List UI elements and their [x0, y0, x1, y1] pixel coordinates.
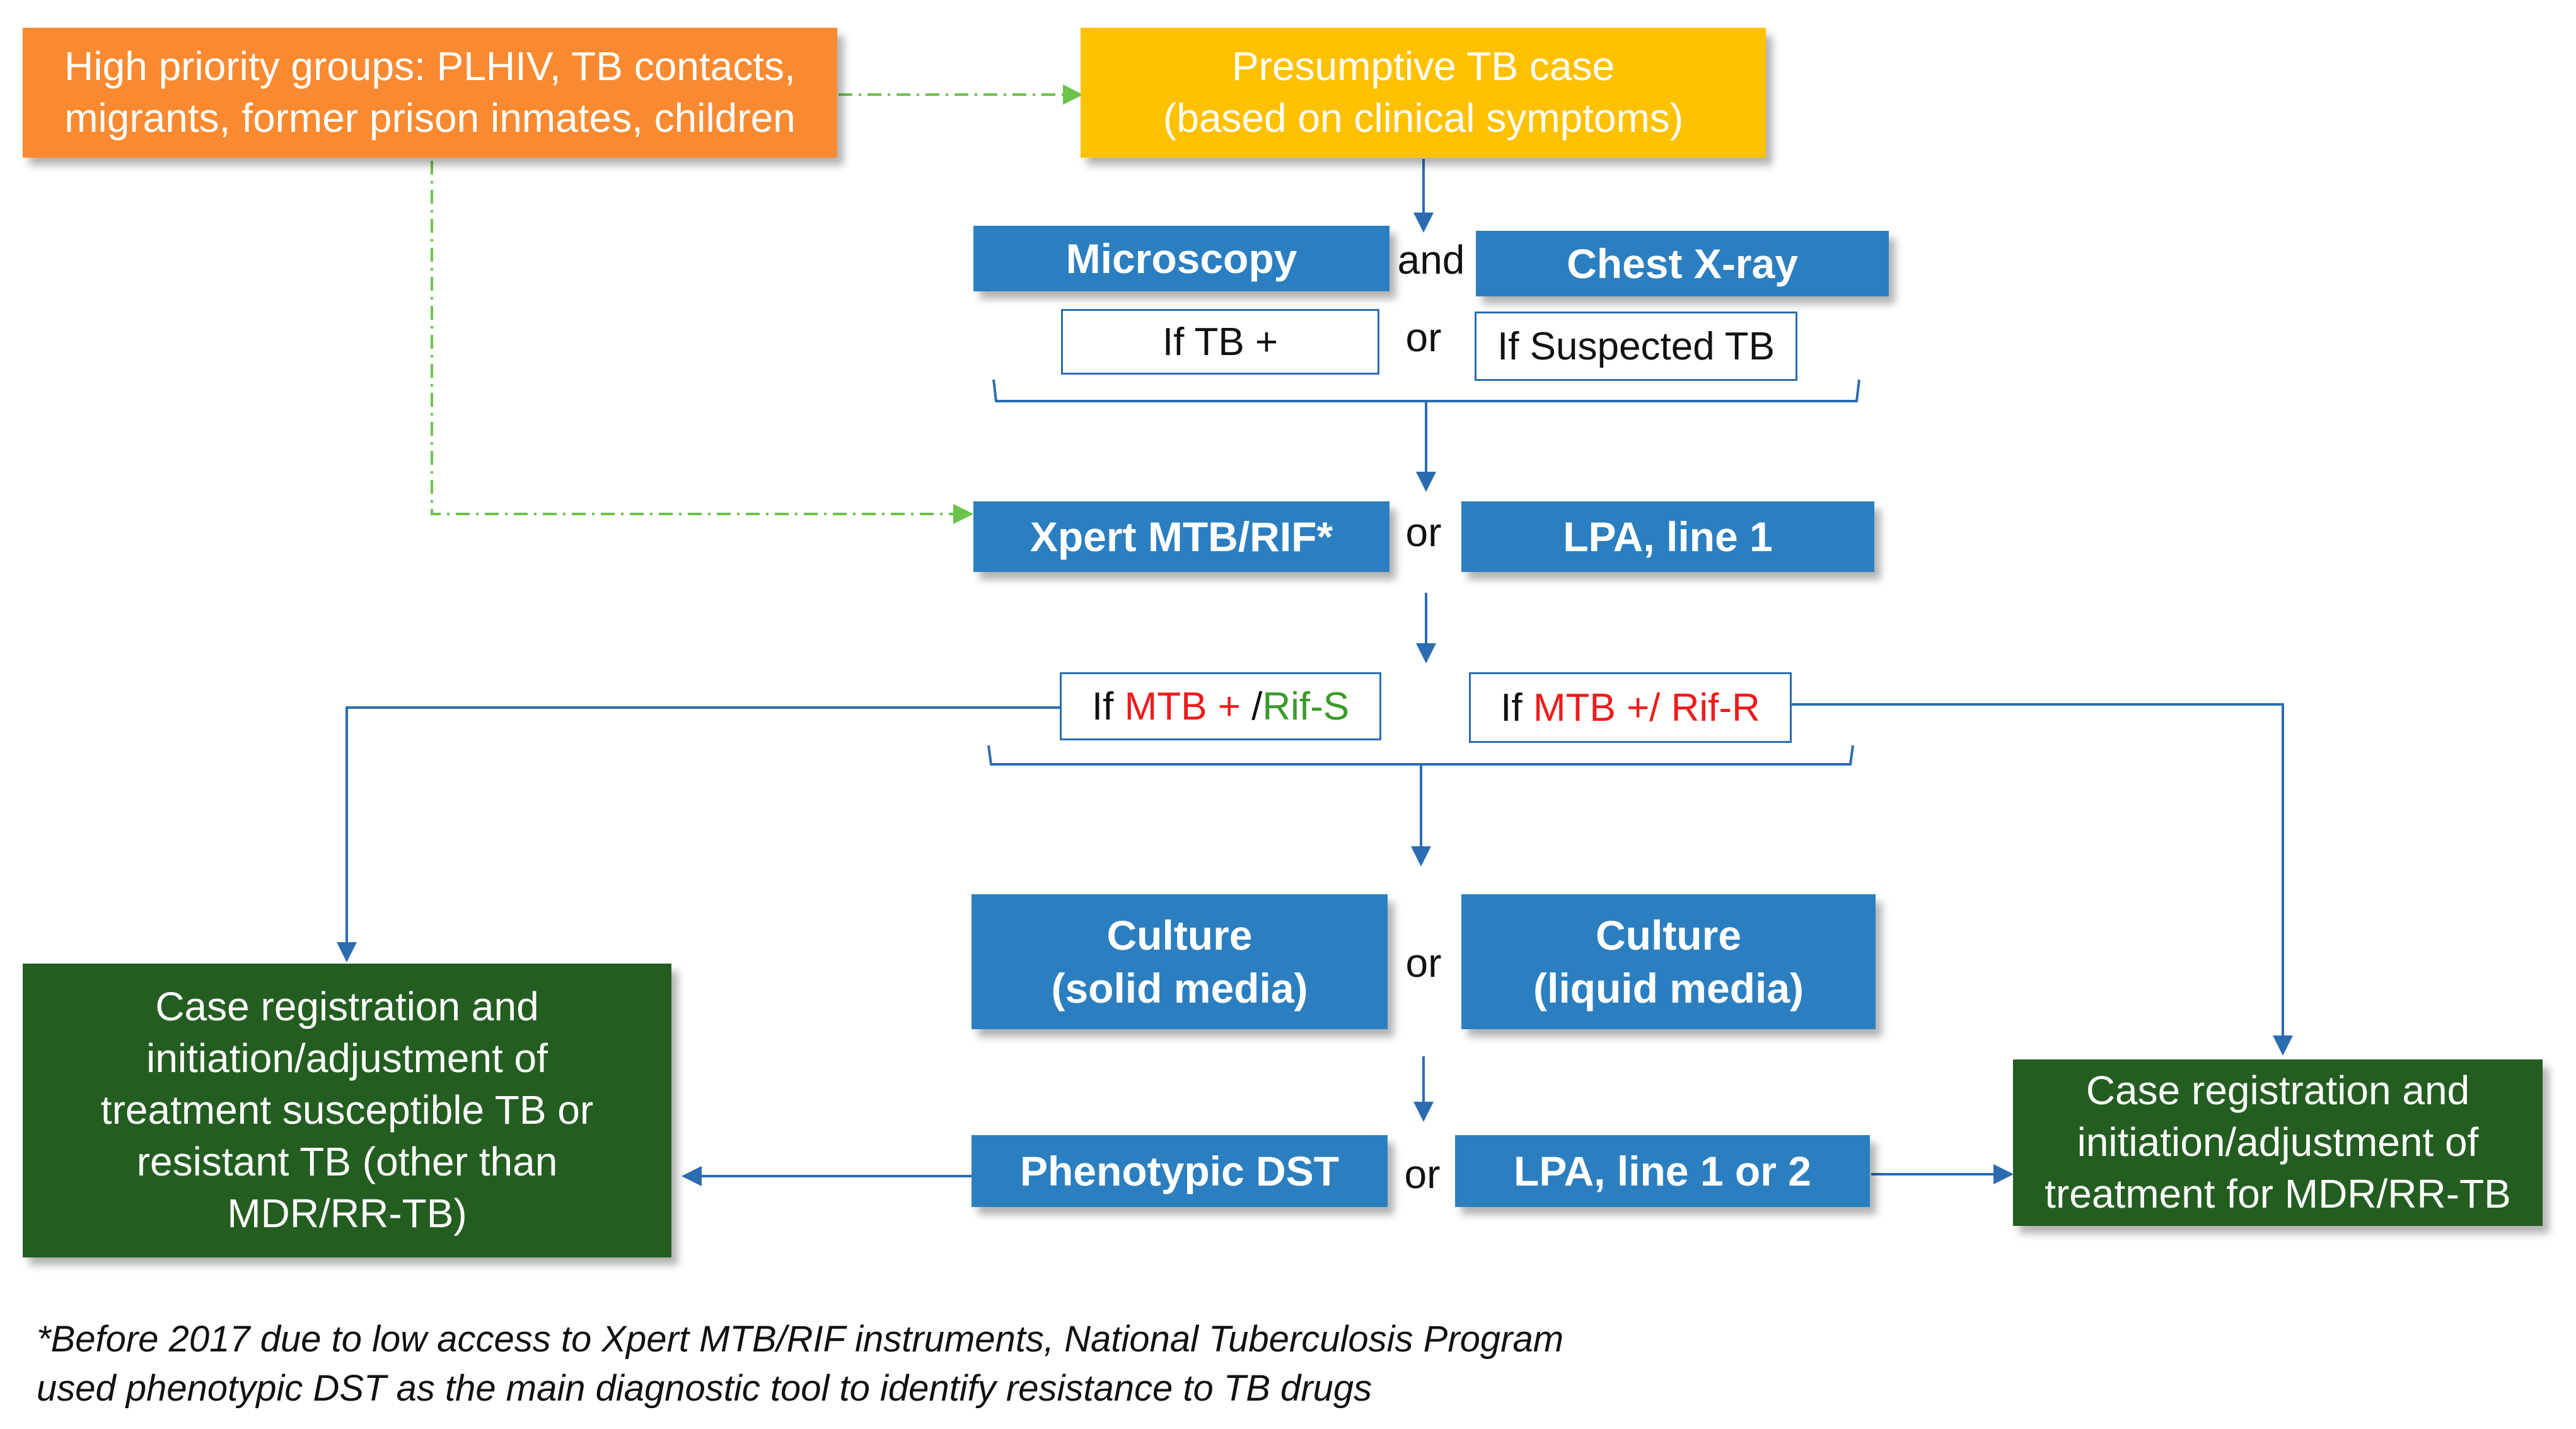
rif-s-sep: /	[1240, 684, 1263, 728]
if-mtb-rif-s-box: If MTB + /Rif-S	[1060, 672, 1381, 740]
culture-solid-line-1: Culture	[1106, 911, 1253, 959]
presumptive-tb-box: Presumptive TB case (based on clinical s…	[1081, 28, 1766, 158]
footnote-line-2: used phenotypic DST as the main diagnost…	[37, 1368, 1372, 1409]
case-right-line-2: initiation/adjustment of	[2077, 1119, 2479, 1165]
high-priority-line-2: migrants, former prison inmates, childre…	[64, 95, 796, 141]
case-left-line-4: resistant TB (other than	[136, 1138, 558, 1184]
or-conjunction-3: or	[1405, 940, 1442, 986]
culture-solid-box: Culture (solid media)	[972, 894, 1388, 1029]
xpert-mtb-rif-box: Xpert MTB/RIF*	[973, 501, 1390, 572]
microscopy-label: Microscopy	[1065, 235, 1297, 282]
case-registration-right-box: Case registration and initiation/adjustm…	[2013, 1059, 2543, 1226]
high-priority-groups-box: High priority groups: PLHIV, TB contacts…	[23, 28, 837, 158]
bracket-top	[992, 379, 1860, 402]
lpa-line-1-or-2-box: LPA, line 1 or 2	[1455, 1135, 1870, 1207]
rif-r-prefix: If	[1500, 685, 1533, 730]
lpa-line-1-or-2-label: LPA, line 1 or 2	[1514, 1147, 1811, 1194]
xpert-label: Xpert MTB/RIF*	[1030, 513, 1333, 560]
dashed-arrow-to-xpert	[431, 161, 973, 524]
culture-liquid-box: Culture (liquid media)	[1461, 894, 1876, 1029]
culture-liquid-line-2: (liquid media)	[1533, 965, 1804, 1012]
case-left-line-5: MDR/RR-TB)	[227, 1190, 467, 1236]
or-conjunction-1: or	[1405, 315, 1442, 360]
and-conjunction: and	[1397, 237, 1465, 283]
chest-xray-label: Chest X-ray	[1567, 240, 1798, 287]
if-suspected-tb-box: If Suspected TB	[1475, 312, 1797, 381]
case-right-line-1: Case registration and	[2086, 1068, 2470, 1114]
case-left-line-1: Case registration and	[155, 984, 539, 1030]
chest-xray-box: Chest X-ray	[1476, 231, 1889, 296]
or-conjunction-2: or	[1405, 510, 1442, 555]
case-left-line-2: initiation/adjustment of	[146, 1035, 548, 1082]
footnote: *Before 2017 due to low access to Xpert …	[37, 1315, 1739, 1414]
phenotypic-dst-label: Phenotypic DST	[1019, 1147, 1340, 1194]
if-suspected-tb-label: If Suspected TB	[1497, 324, 1775, 368]
rif-s-label: Rif-S	[1262, 684, 1350, 728]
case-registration-left-box: Case registration and initiation/adjustm…	[23, 964, 671, 1257]
arrow-rif-r-to-right-case	[1792, 703, 2293, 1056]
if-tb-positive-box: If TB +	[1061, 309, 1379, 375]
rif-s-prefix: If	[1091, 684, 1125, 728]
culture-solid-line-2: (solid media)	[1051, 965, 1308, 1012]
arrow-rif-s-to-left-case	[337, 706, 1060, 962]
or-conjunction-4: or	[1404, 1152, 1441, 1197]
if-tb-positive-label: If TB +	[1162, 320, 1279, 364]
presumptive-line-1: Presumptive TB case	[1231, 44, 1615, 90]
if-mtb-rif-r-box: If MTB +/ Rif-R	[1469, 672, 1792, 743]
case-right-line-3: treatment for MDR/RR-TB	[2045, 1170, 2511, 1216]
rif-r-label: MTB +/ Rif-R	[1533, 685, 1760, 730]
lpa-line-1-box: LPA, line 1	[1461, 501, 1874, 572]
footnote-line-1: *Before 2017 due to low access to Xpert …	[37, 1319, 1564, 1360]
presumptive-line-2: (based on clinical symptoms)	[1163, 95, 1684, 141]
culture-liquid-line-1: Culture	[1596, 911, 1741, 959]
microscopy-box: Microscopy	[973, 226, 1390, 291]
lpa-line-1-label: LPA, line 1	[1563, 513, 1773, 560]
bracket-mid	[987, 745, 1854, 766]
phenotypic-dst-box: Phenotypic DST	[972, 1135, 1388, 1207]
high-priority-line-1: High priority groups: PLHIV, TB contacts…	[64, 44, 796, 90]
rif-s-mtb: MTB +	[1124, 684, 1241, 728]
case-left-line-3: treatment susceptible TB or	[100, 1087, 594, 1133]
